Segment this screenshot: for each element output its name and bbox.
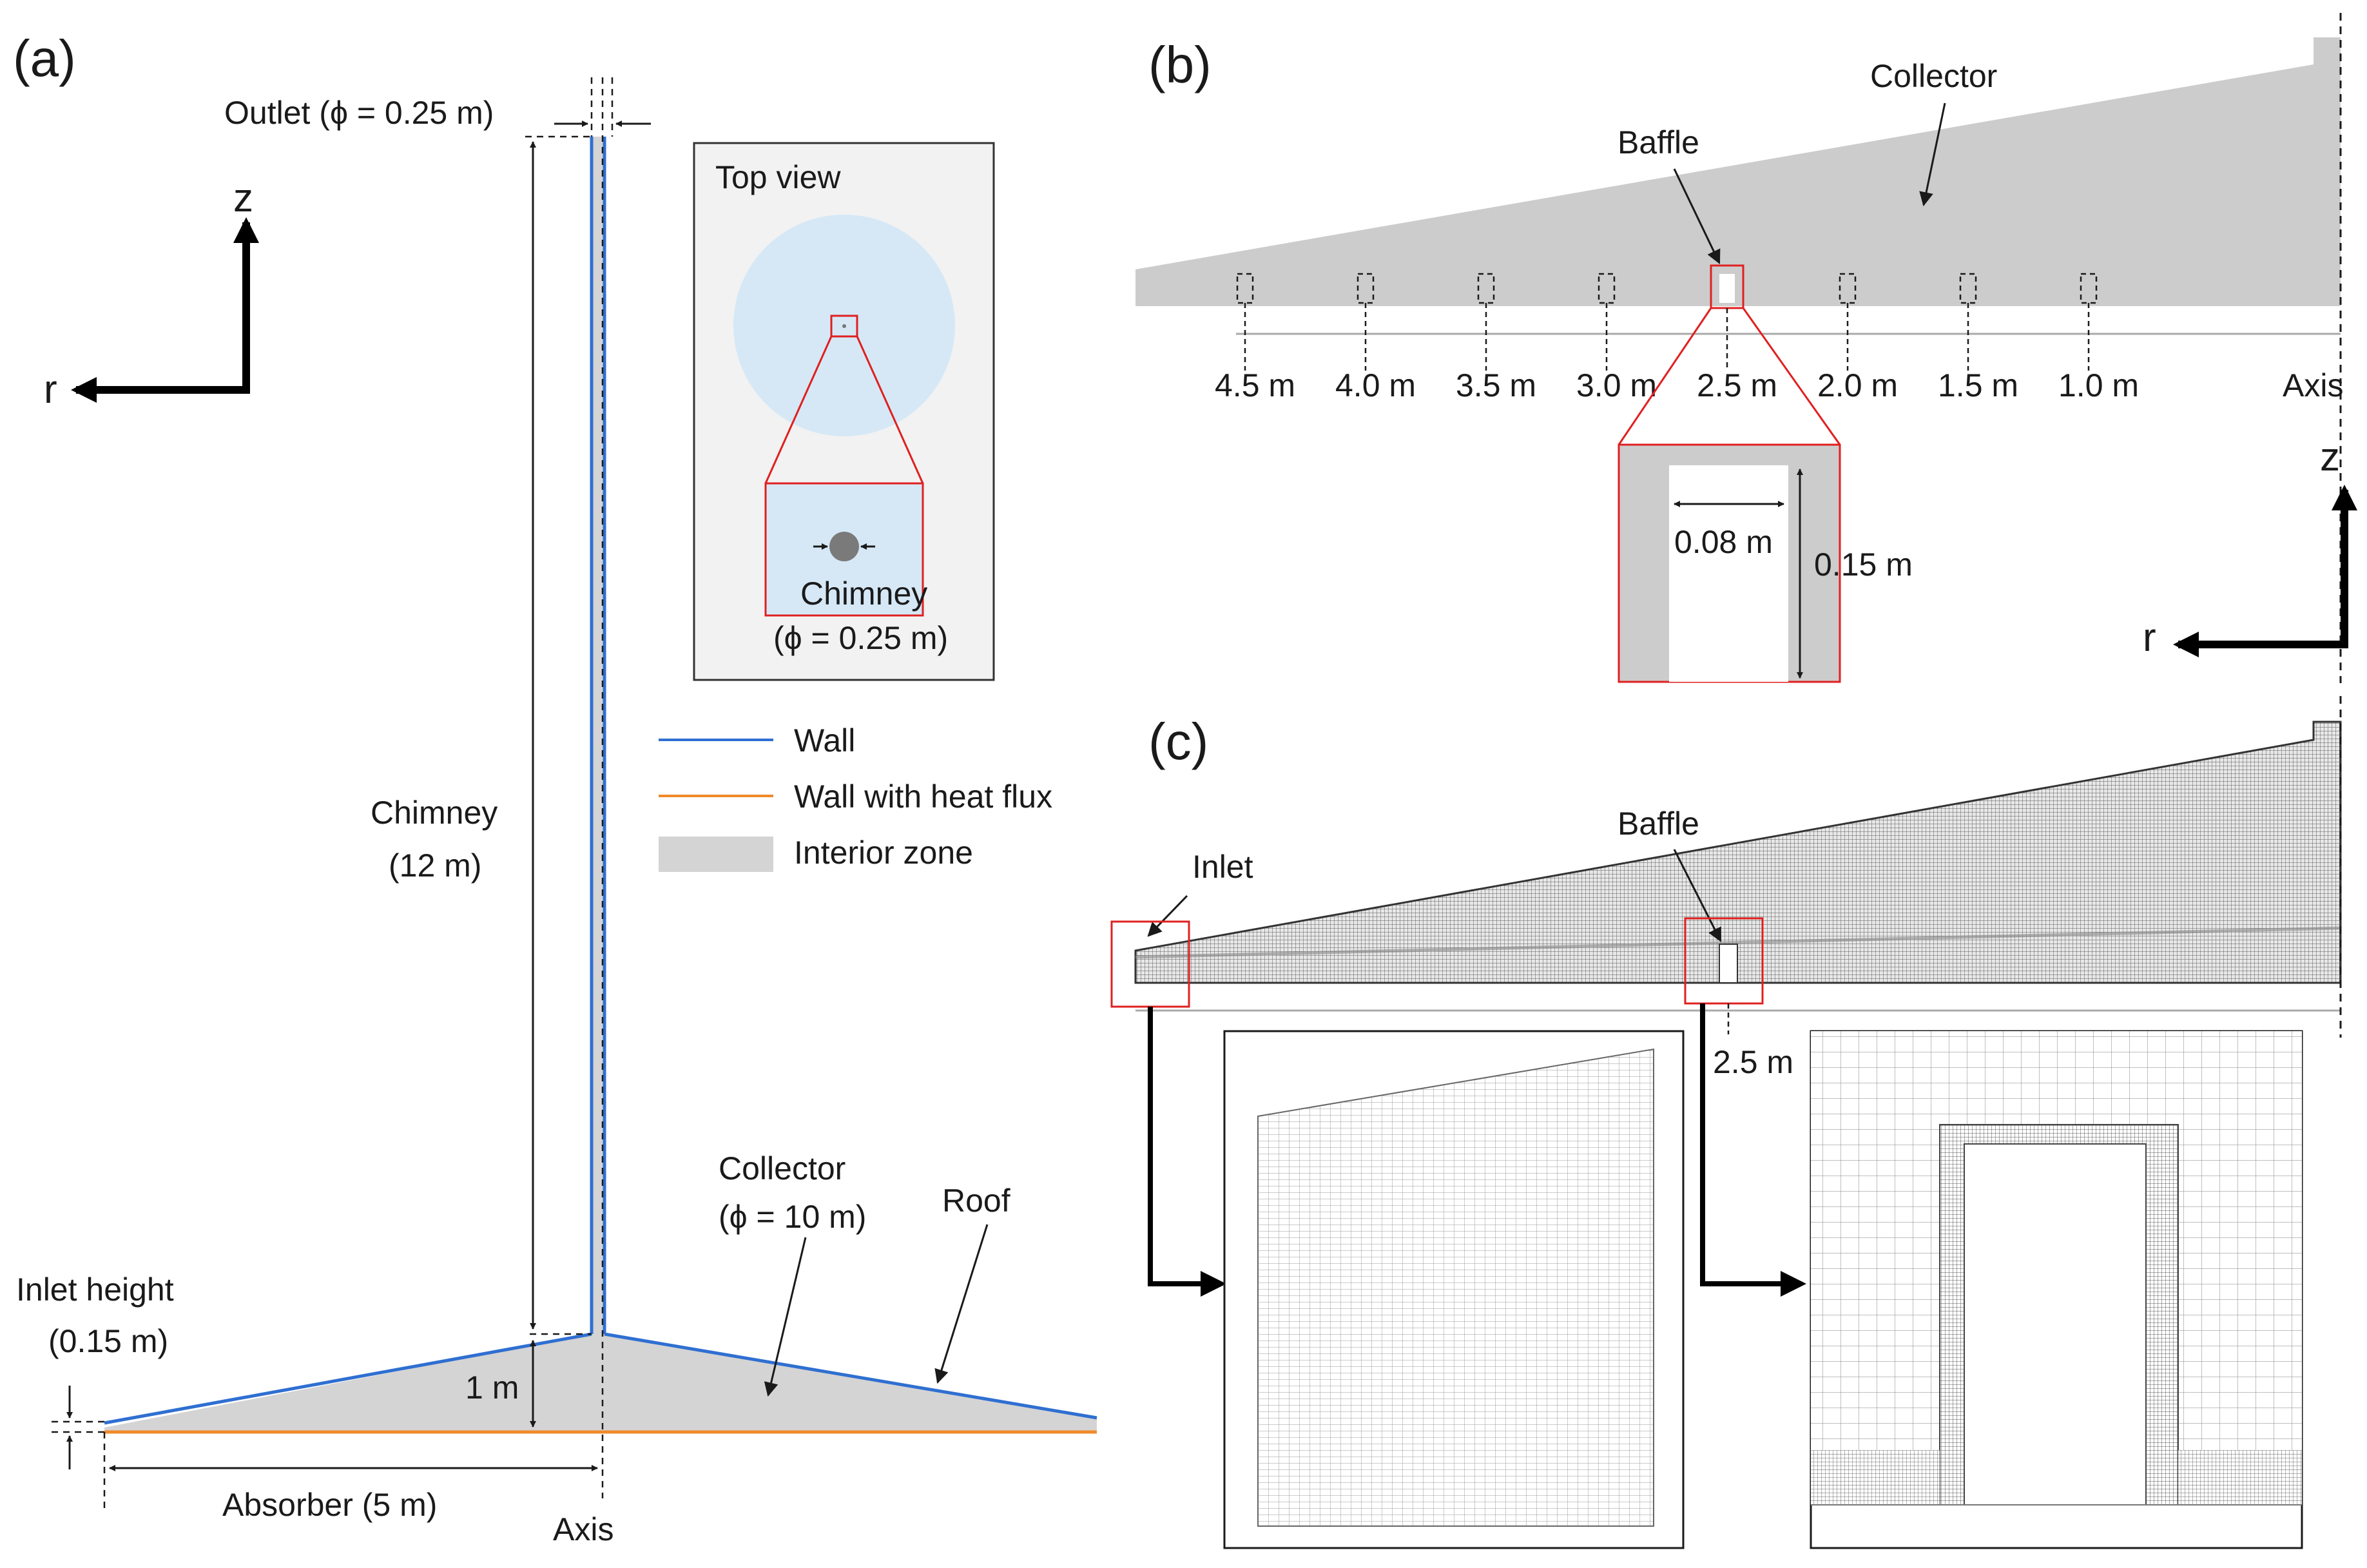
position-label: 4.0 m xyxy=(1335,367,1416,403)
collector-label-2: (ϕ = 10 m) xyxy=(719,1199,866,1235)
legend-interior-label: Interior zone xyxy=(794,835,973,871)
baffle-pointer-b xyxy=(1673,168,1721,264)
top-view-chimney-label-2: (ϕ = 0.25 m) xyxy=(773,620,948,656)
inlet-height-label-2: (0.15 m) xyxy=(48,1323,168,1359)
one-m-label: 1 m xyxy=(465,1370,519,1406)
absorber-label: Absorber (5 m) xyxy=(222,1487,437,1523)
baffle-marker-2-0 xyxy=(1839,273,1857,371)
mesh-shear-band xyxy=(1135,926,2341,959)
inlet-mesh-detail xyxy=(1257,1048,1654,1527)
baffle-marker-4-0 xyxy=(1357,273,1375,371)
top-view-chimney-dot xyxy=(842,324,846,328)
baffle-marker-3-0 xyxy=(1598,273,1616,371)
baffle-mesh-wall-layers xyxy=(1811,1450,2302,1505)
panel-b-label: (b) xyxy=(1148,36,1212,93)
axis-label-b: Axis xyxy=(2283,367,2343,403)
inlet-pointer-c xyxy=(1147,895,1188,937)
position-label: 1.0 m xyxy=(2058,367,2139,403)
mesh-baffle-opening xyxy=(1719,944,1738,983)
top-view-zoom-line-left xyxy=(764,336,833,484)
roof-left-wall xyxy=(104,1332,592,1425)
r-axis-label-b: r xyxy=(2143,615,2156,660)
top-view-zoom-small xyxy=(830,315,858,338)
baffle-marker-3-5 xyxy=(1477,273,1495,371)
panel-b: (b) Collector Baffle xyxy=(1135,13,2357,683)
baffle-pointer-c xyxy=(1673,849,1722,942)
panel-a: (a) Outlet (ϕ = 0.25 m) Chimney (12 m) 1… xyxy=(13,30,1097,1547)
mesh-domain xyxy=(1134,721,2342,984)
baffle-marker-2-5 xyxy=(1710,264,1744,371)
r-axis-label: r xyxy=(44,367,57,412)
panel-a-label: (a) xyxy=(13,30,76,87)
position-label: 3.0 m xyxy=(1576,367,1657,403)
collector-label-b: Collector xyxy=(1870,58,1997,94)
collector-pointer xyxy=(764,1237,807,1397)
chimney-interior xyxy=(592,137,604,1335)
baffle-marker-1-5 xyxy=(1959,273,1977,371)
inlet-detail-leader xyxy=(1148,1007,1226,1297)
baffle-height-label: 0.15 m xyxy=(1814,547,1913,583)
position-label: 2.5 m xyxy=(1697,367,1777,403)
outlet-label: Outlet (ϕ = 0.25 m) xyxy=(224,95,494,131)
collector-section xyxy=(1135,37,2341,306)
roof-pointer xyxy=(934,1224,989,1384)
baffle-label-c: Baffle xyxy=(1618,806,1699,842)
position-label: 1.5 m xyxy=(1938,367,2018,403)
top-view-chimney-circle xyxy=(829,532,859,561)
collector-label-1: Collector xyxy=(719,1150,845,1186)
z-axis-label-b: z xyxy=(2320,435,2340,479)
z-axis-label: z xyxy=(233,176,253,220)
baffle-zoom-box-c xyxy=(1684,917,1764,1005)
baffle-marker-4-5 xyxy=(1236,273,1254,371)
top-view-label: Top view xyxy=(715,159,841,195)
baffle-zoom-line-left xyxy=(1618,307,1712,445)
legend-wall-label: Wall xyxy=(794,722,855,759)
baffle-marker-1-0 xyxy=(2080,273,2098,371)
position-label: 3.5 m xyxy=(1456,367,1536,403)
baffle-zoom-line-right xyxy=(1742,307,1841,445)
top-view-chimney-label-1: Chimney xyxy=(800,576,927,612)
position-label-c: 2.5 m xyxy=(1713,1044,1793,1080)
legend-interior-swatch xyxy=(659,837,773,872)
collector-interior xyxy=(104,1334,1097,1432)
baffle-mesh-opening xyxy=(1964,1143,2147,1505)
baffle-width-label: 0.08 m xyxy=(1674,524,1773,560)
chimney-label-1: Chimney xyxy=(371,795,498,831)
chimney-label-2: (12 m) xyxy=(389,847,481,884)
panel-c-label: (c) xyxy=(1148,713,1208,770)
inlet-height-label-1: Inlet height xyxy=(16,1272,174,1308)
roof-label: Roof xyxy=(942,1183,1010,1219)
inlet-label-c: Inlet xyxy=(1192,849,1253,885)
roof-right-wall xyxy=(604,1332,1097,1420)
position-label: 4.5 m xyxy=(1215,367,1295,403)
axis-label-a: Axis xyxy=(553,1511,613,1547)
baffle-zoom-opening xyxy=(1669,465,1788,682)
position-label: 2.0 m xyxy=(1817,367,1898,403)
top-view-zoom-line-right xyxy=(856,336,924,484)
legend-heat-flux-label: Wall with heat flux xyxy=(794,779,1052,815)
collector-pointer-b xyxy=(1919,102,1946,207)
baffle-detail-leader xyxy=(1700,1003,1806,1297)
baffle-label-b: Baffle xyxy=(1618,124,1699,160)
panel-c: (c) Inlet Baffle 2.5 m xyxy=(1110,696,2342,1549)
